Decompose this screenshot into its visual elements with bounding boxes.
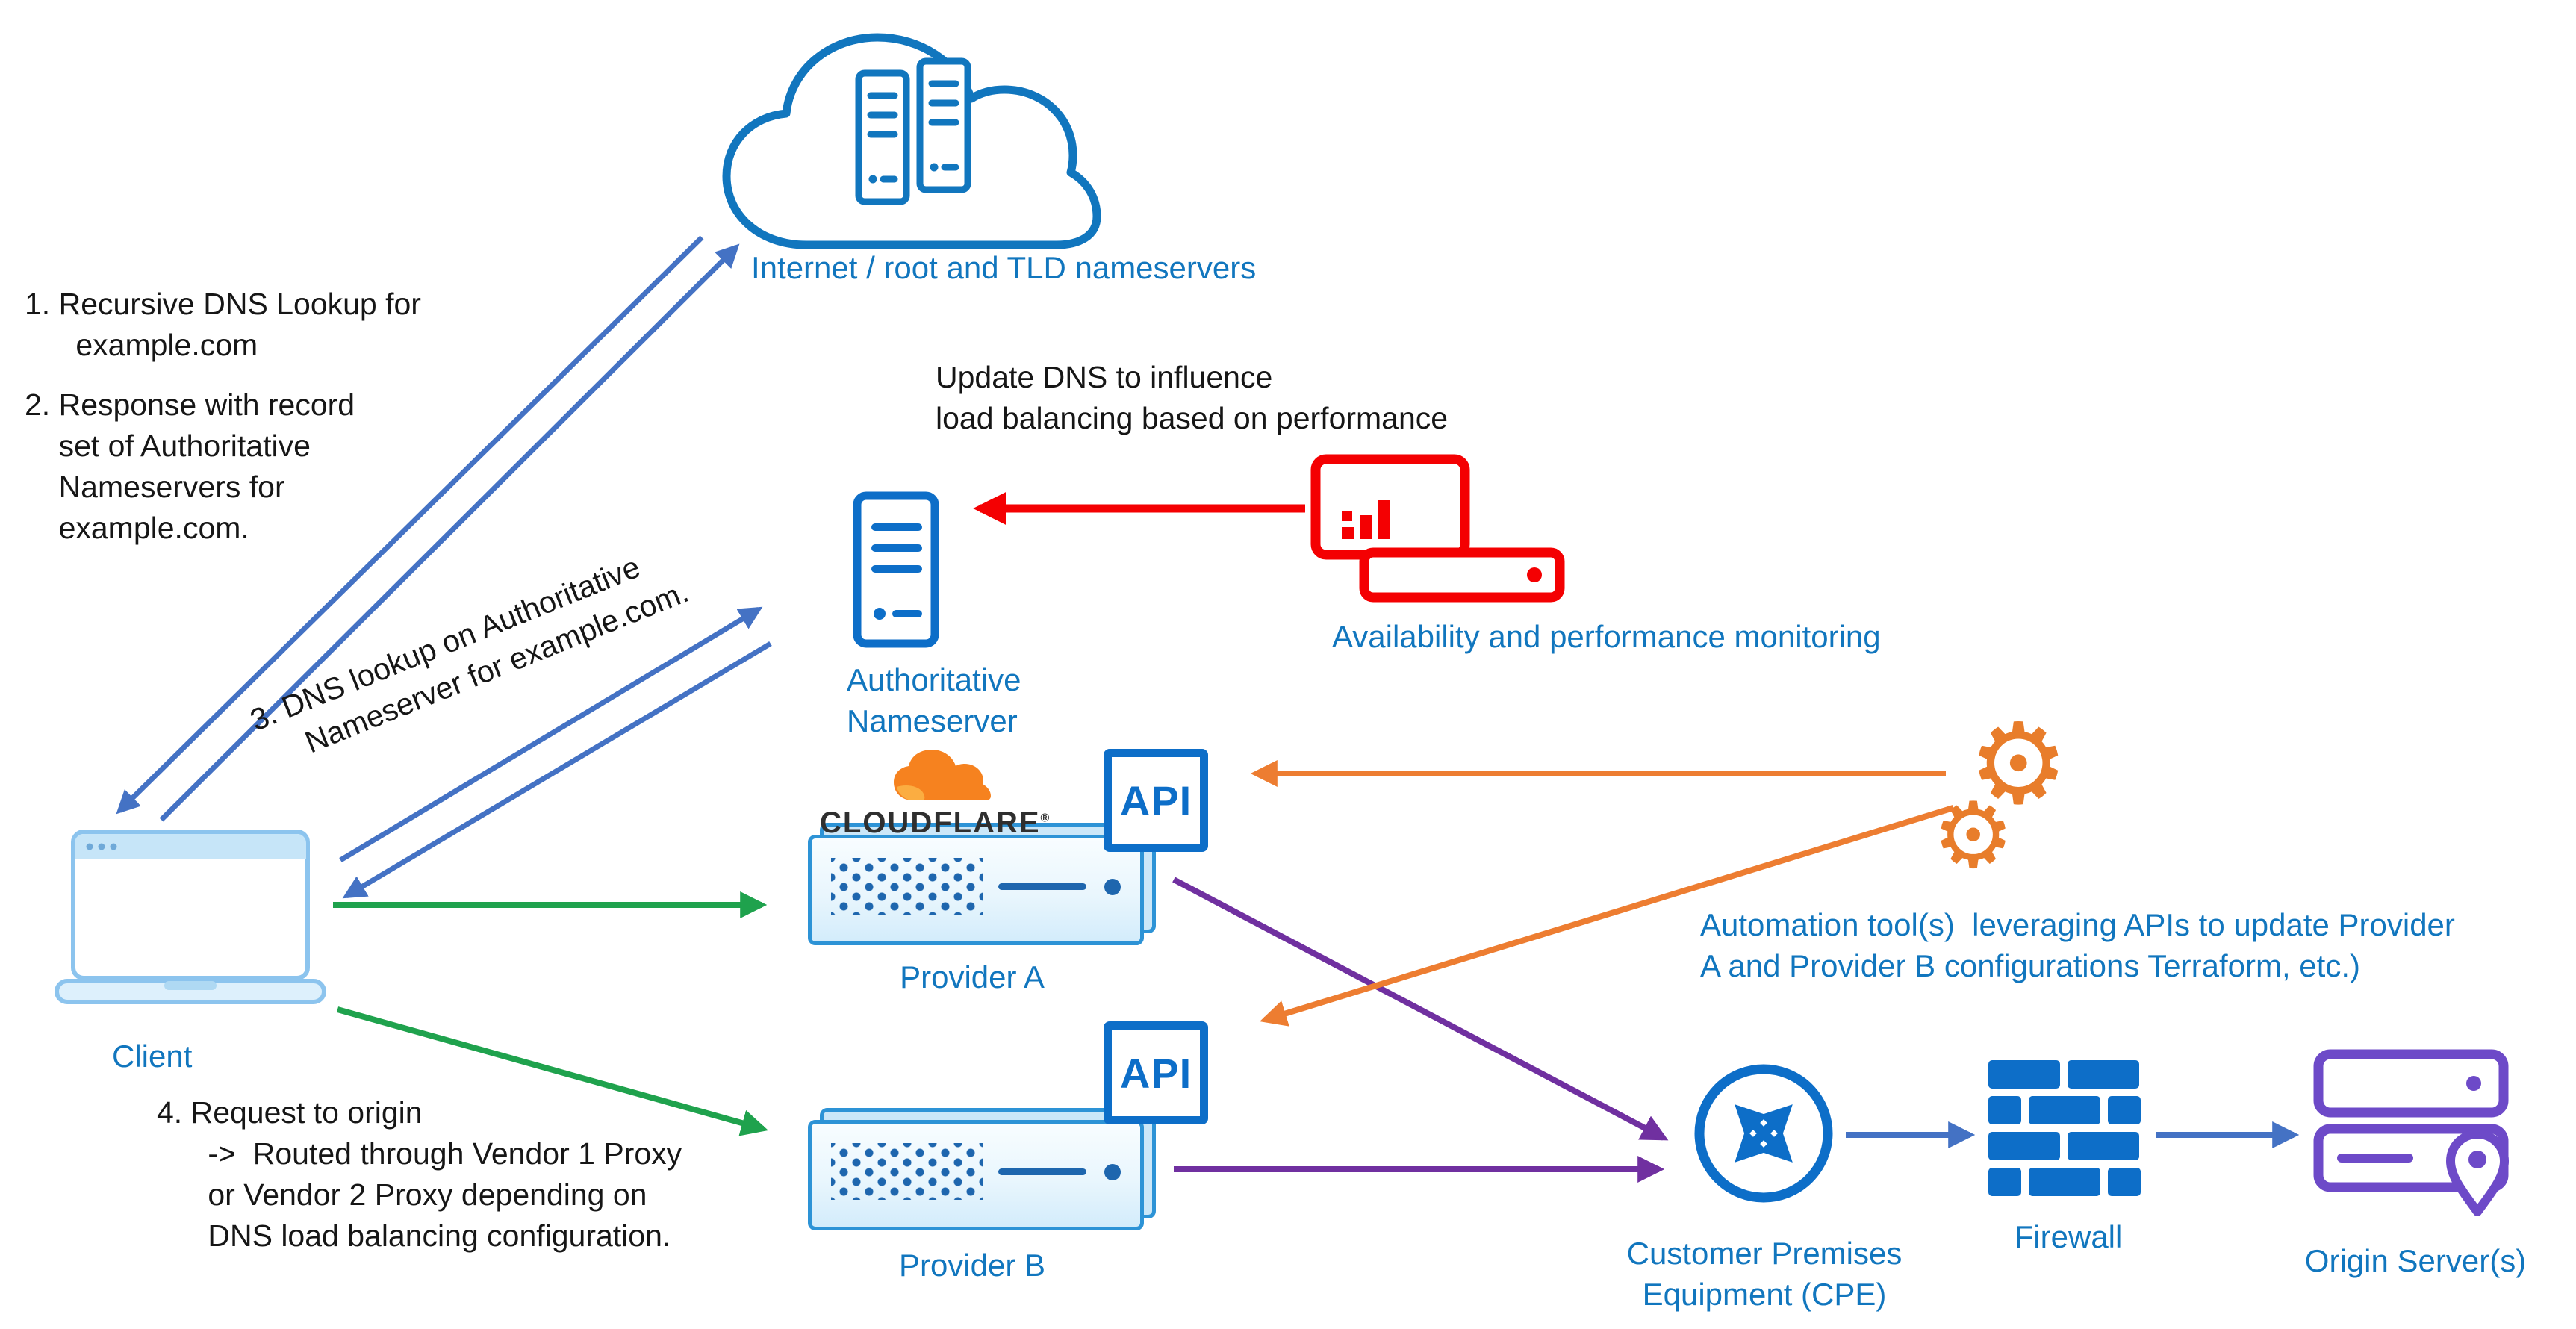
monitoring-label: Availability and performance monitoring bbox=[1332, 619, 1881, 654]
step4-note: 4. Request to origin -> Routed through V… bbox=[157, 1095, 682, 1253]
internet-cloud-icon bbox=[722, 33, 1101, 249]
api-box-provider-b: API bbox=[1104, 1021, 1208, 1124]
port-line bbox=[998, 1168, 1086, 1175]
monitoring-icon bbox=[1310, 454, 1565, 603]
vent-dots bbox=[831, 1143, 983, 1200]
automation-label: Automation tool(s) leveraging APIs to up… bbox=[1700, 907, 2455, 983]
update-dns-note: Update DNS to influence load balancing b… bbox=[936, 360, 1449, 435]
step1-note: 1. Recursive DNS Lookup for example.com bbox=[25, 287, 421, 362]
browser-dot-icon bbox=[98, 843, 105, 850]
origin-servers-label: Origin Server(s) bbox=[2304, 1243, 2527, 1278]
power-dot bbox=[1104, 879, 1121, 895]
firewall-icon bbox=[1988, 1060, 2141, 1196]
api-box-provider-a: API bbox=[1104, 749, 1208, 852]
step2-note: 2. Response with record set of Authorita… bbox=[25, 388, 355, 545]
appliance-front-panel bbox=[808, 835, 1144, 945]
client-laptop-icon bbox=[55, 830, 326, 1004]
internet-label: Internet / root and TLD nameservers bbox=[751, 250, 1257, 285]
provider-b-label: Provider B bbox=[898, 1248, 1046, 1283]
cloudflare-wordmark: CLOUDFLARE® bbox=[820, 806, 1051, 839]
cpe-router-icon bbox=[1694, 1064, 1833, 1203]
provider-a-appliance-icon bbox=[808, 823, 1156, 945]
location-pin-icon bbox=[2446, 1130, 2509, 1216]
appliance-front-panel bbox=[808, 1120, 1144, 1230]
api-label: API bbox=[1119, 1049, 1192, 1097]
firewall-label: Firewall bbox=[2014, 1219, 2123, 1254]
gear-icon: ⚙ bbox=[1932, 785, 2015, 886]
root-nameserver-rack-icon bbox=[855, 69, 910, 205]
gear-icon: ⚙ bbox=[1968, 701, 2069, 827]
arrow-provider-a-to-cpe bbox=[1172, 877, 1669, 1141]
authoritative-nameserver-label: Authoritative Nameserver bbox=[847, 662, 1021, 738]
client-label: Client bbox=[112, 1039, 193, 1074]
tld-nameserver-rack-icon bbox=[916, 57, 971, 193]
provider-b-appliance-icon bbox=[808, 1108, 1156, 1230]
vent-dots bbox=[831, 858, 983, 915]
cpe-label: Customer Premises Equipment (CPE) bbox=[1626, 1236, 1903, 1312]
provider-a-label: Provider A bbox=[900, 959, 1045, 995]
browser-dot-icon bbox=[86, 843, 93, 850]
port-line bbox=[998, 883, 1086, 890]
bar-chart-icon bbox=[1342, 500, 1390, 539]
cloudflare-logo-icon bbox=[894, 750, 991, 800]
power-dot bbox=[1104, 1164, 1121, 1180]
authoritative-nameserver-icon bbox=[853, 491, 939, 648]
browser-dot-icon bbox=[110, 843, 117, 850]
api-label: API bbox=[1119, 776, 1192, 824]
origin-servers-icon bbox=[2313, 1049, 2509, 1216]
